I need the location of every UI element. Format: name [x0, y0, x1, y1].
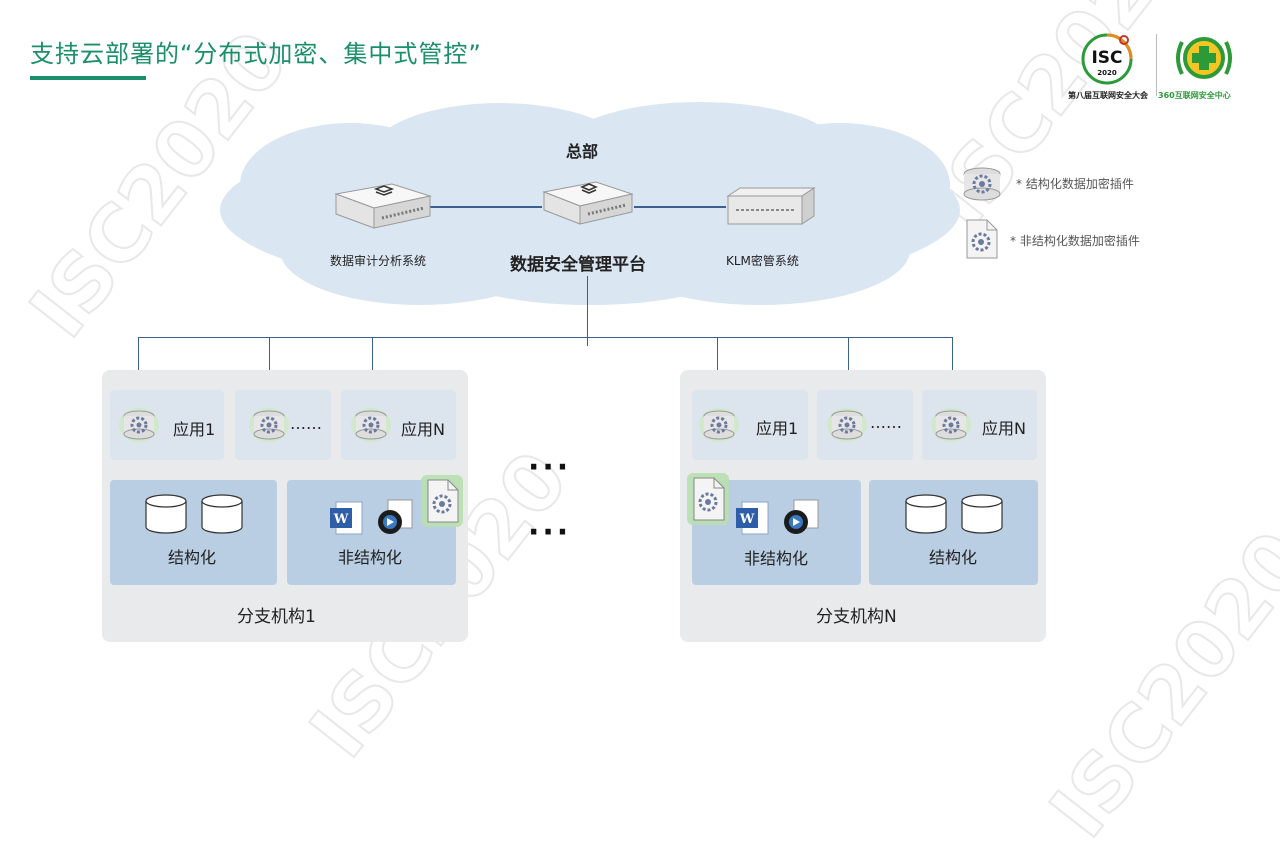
- database-icon: [905, 494, 1003, 534]
- ellipsis: ···: [528, 515, 572, 550]
- connection-line: [634, 206, 726, 208]
- branch-n-unstructured-label: 非结构化: [744, 549, 809, 568]
- db-plugin-icon: [827, 408, 867, 442]
- branch-1-structured-store: [110, 480, 277, 585]
- db-plugin-icon: [351, 408, 391, 442]
- db-plugin-icon: [931, 408, 971, 442]
- unstructured-plugin-icon: [966, 219, 998, 259]
- structured-plugin-legend: * 结构化数据加密插件: [1016, 177, 1134, 191]
- branch-n-structured-label: 结构化: [929, 548, 978, 567]
- file-plugin-icon: [687, 473, 729, 525]
- trunk-line: [587, 276, 588, 346]
- ellipsis: ···: [528, 450, 572, 485]
- video-file-icon: [784, 499, 819, 534]
- svg-text:W: W: [333, 512, 349, 527]
- platform-label: 数据安全管理平台: [510, 255, 646, 275]
- word-document-icon: W: [736, 501, 769, 535]
- branch-n-app-more-label: ……: [870, 413, 902, 432]
- headquarters-cloud: [220, 102, 960, 305]
- audit-server-icon: [334, 183, 432, 229]
- isc-logo-text: ISC: [1091, 48, 1122, 68]
- isc-logo: ISC 2020: [1081, 33, 1133, 85]
- watermark: ISC2020: [1033, 515, 1280, 854]
- connection-line: [430, 206, 542, 208]
- unstructured-plugin-legend: * 非结构化数据加密插件: [1010, 234, 1140, 248]
- headquarters-label: 总部: [566, 142, 599, 161]
- structured-plugin-icon: [963, 167, 1001, 201]
- logo-divider: [1156, 34, 1157, 96]
- bus-line: [138, 337, 953, 338]
- klm-server-icon: [726, 187, 816, 225]
- video-file-icon: [378, 499, 413, 534]
- branch-1-unstructured-label: 非结构化: [338, 548, 403, 567]
- branch-1-structured-label: 结构化: [168, 548, 217, 567]
- db-plugin-icon: [249, 408, 289, 442]
- branch-n-name: 分支机构N: [816, 607, 897, 627]
- branch-n-app-1-label: 应用1: [756, 419, 799, 438]
- branch-n-app-n-label: 应用N: [982, 419, 1026, 438]
- branch-1-app-n-label: 应用N: [401, 420, 445, 439]
- klm-system-label: KLM密管系统: [726, 254, 799, 268]
- db-plugin-icon: [699, 408, 739, 442]
- platform-server-icon: [542, 181, 634, 225]
- title-underline: [30, 76, 146, 80]
- branch-1-app-1-label: 应用1: [173, 420, 216, 439]
- branch-1-app-more-label: ……: [290, 414, 322, 433]
- audit-system-label: 数据审计分析系统: [330, 254, 427, 268]
- db-plugin-icon: [119, 408, 159, 442]
- page-title: 支持云部署的“分布式加密、集中式管控”: [30, 40, 482, 68]
- branch-1-name: 分支机构1: [237, 607, 316, 627]
- database-icon: [145, 494, 243, 534]
- 360-logo: [1176, 37, 1232, 79]
- file-plugin-icon: [421, 475, 463, 527]
- branch-n-structured-store: [869, 480, 1038, 585]
- svg-text:W: W: [739, 512, 755, 527]
- word-document-icon: W: [330, 501, 363, 535]
- 360-logo-caption: 360互联网安全中心: [1158, 91, 1231, 100]
- isc-logo-year: 2020: [1097, 69, 1117, 77]
- isc-logo-caption: 第八届互联网安全大会: [1068, 91, 1148, 100]
